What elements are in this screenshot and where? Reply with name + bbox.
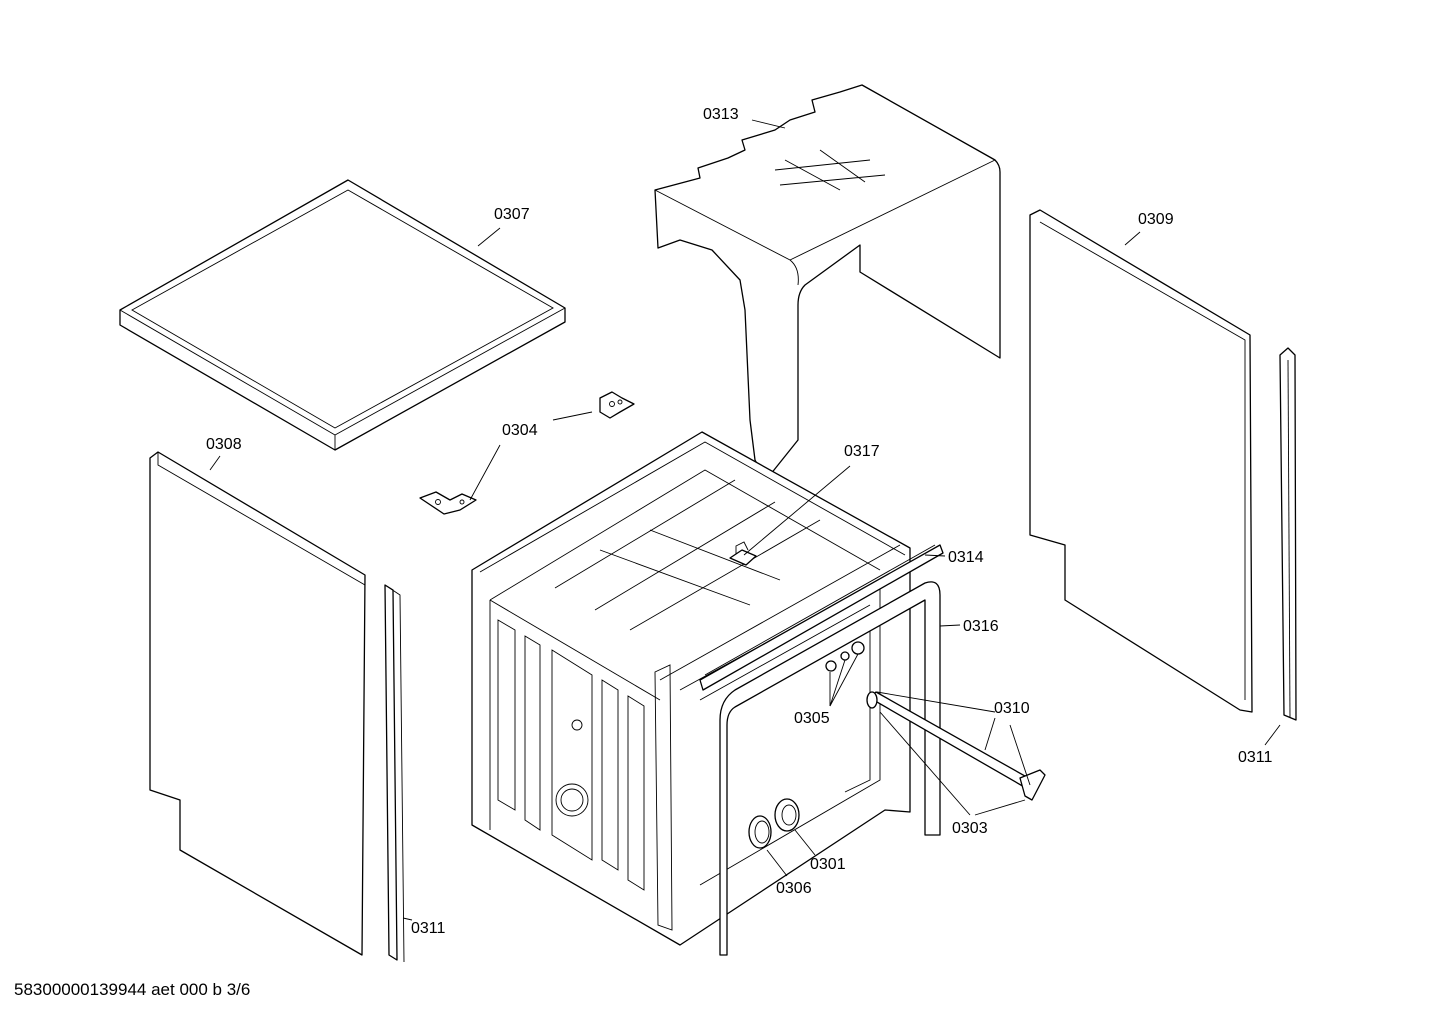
label-0301: 0301	[810, 856, 846, 873]
part-0314-rail	[699, 544, 944, 691]
drawing-reference-footer: 58300000139944 aet 000 b 3/6	[14, 980, 251, 999]
part-0316-door-seal	[719, 581, 941, 956]
part-0308-left-side-panel	[149, 451, 366, 956]
part-0311-right-strip	[1279, 347, 1297, 721]
label-0314: 0314	[948, 549, 984, 566]
label-0311-left: 0311	[411, 920, 446, 937]
part-0307-top-plate	[119, 179, 566, 451]
label-0309: 0309	[1138, 211, 1174, 228]
label-0308: 0308	[206, 436, 242, 453]
part-0306-ring	[748, 815, 772, 849]
label-0303: 0303	[952, 820, 988, 837]
label-0317: 0317	[844, 443, 880, 460]
label-0307: 0307	[494, 206, 530, 223]
label-0304: 0304	[502, 422, 538, 439]
label-0305: 0305	[794, 710, 830, 727]
part-0317-clip	[729, 541, 757, 566]
label-0306: 0306	[776, 880, 812, 897]
part-0304-bracket-right	[599, 391, 635, 419]
part-tub-body	[471, 431, 911, 946]
leader-lines	[209, 119, 1281, 921]
label-0311-right: 0311	[1238, 749, 1273, 766]
label-0316: 0316	[963, 618, 999, 635]
label-0313: 0313	[703, 106, 739, 123]
part-0301-grommet	[774, 798, 800, 832]
part-labels: 0313 0307 0309 0308 0304 0317 0314 0316 …	[206, 106, 1273, 937]
part-0309-right-side-panel	[1029, 209, 1253, 713]
label-0310: 0310	[994, 700, 1030, 717]
part-0313-insulation-cover	[654, 84, 1001, 476]
part-0305-fittings	[825, 641, 865, 672]
part-0310-hinge-arm	[866, 691, 1046, 801]
part-0304-bracket-left	[419, 491, 477, 515]
part-0311-left-strip	[384, 584, 405, 963]
